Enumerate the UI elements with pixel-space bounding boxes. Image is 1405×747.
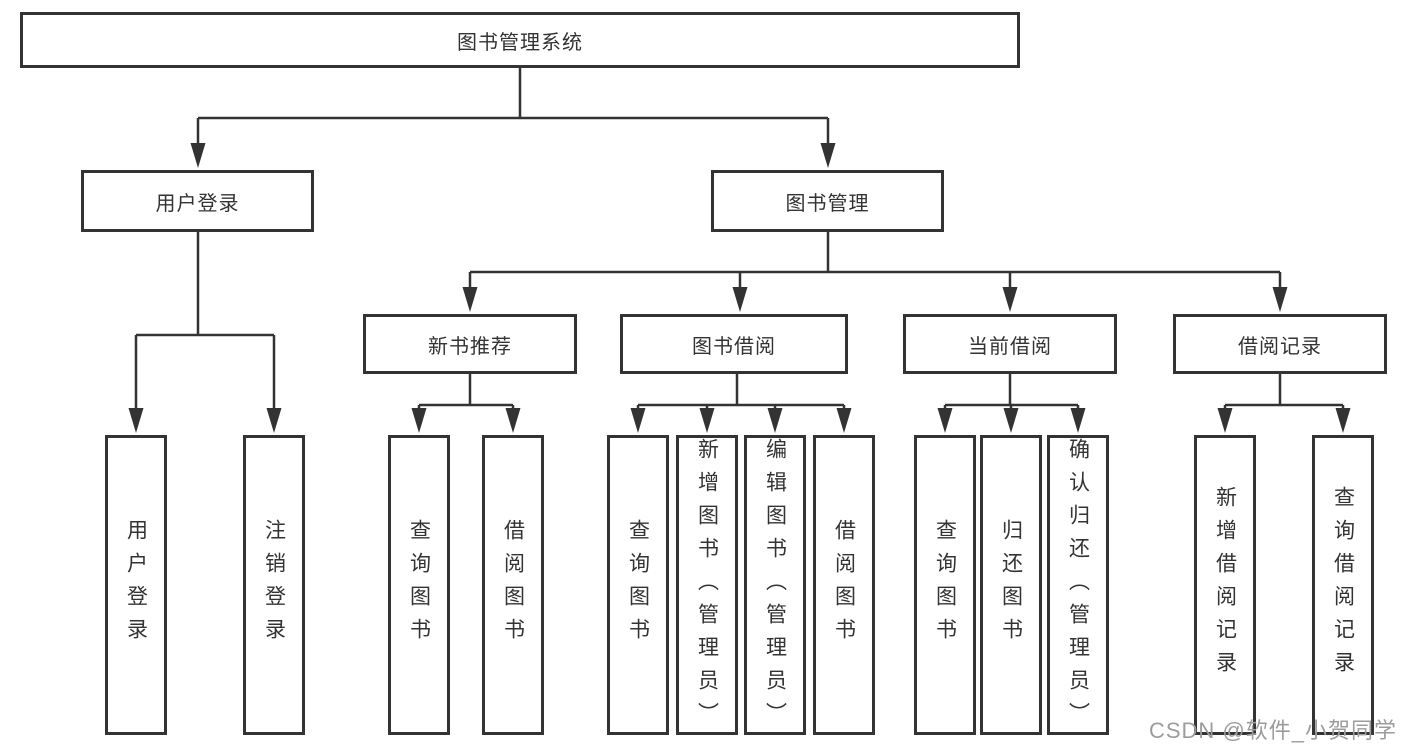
leaf-logout-login-label: 注销登录 [262,519,286,651]
arrow-down-icon [505,408,521,433]
node-book-borrow: 图书借阅 [620,314,848,374]
arrow-down-icon [1272,287,1288,312]
arrowheads [128,143,1351,433]
node-user-login: 用户登录 [81,170,314,232]
arrow-down-icon [699,408,715,433]
arrow-down-icon [190,143,206,168]
arrow-down-icon [630,408,646,433]
leaf-add-book-admin-label: 新增图书（管理员） [695,438,719,735]
arrow-down-icon [1070,408,1086,433]
leaf-add-borrow-record-label: 新增借阅记录 [1213,486,1237,684]
arrow-down-icon [937,408,953,433]
leaf-query-books-borrow: 查询图书 [607,435,669,735]
arrow-down-icon [411,408,427,433]
node-new-book-recommend-label: 新书推荐 [428,335,512,358]
leaf-edit-book-admin: 编辑图书（管理员） [744,435,806,735]
leaf-user-login-label: 用户登录 [124,519,148,651]
arrow-down-icon [767,408,783,433]
leaf-return-books-label: 归还图书 [999,519,1023,651]
node-borrow-records-label: 借阅记录 [1238,335,1322,358]
node-borrow-records: 借阅记录 [1173,314,1387,374]
node-book-management-label: 图书管理 [785,192,870,215]
arrow-down-icon [1002,287,1018,312]
leaf-borrow-books-label: 借阅图书 [832,519,856,651]
leaf-borrow-books: 借阅图书 [813,435,875,735]
leaf-confirm-return-admin: 确认归还（管理员） [1047,435,1109,735]
leaf-query-books-recommend: 查询图书 [388,435,450,735]
node-book-management: 图书管理 [711,170,944,232]
leaf-user-login: 用户登录 [105,435,167,735]
node-current-borrow-label: 当前借阅 [968,335,1052,358]
node-root: 图书管理系统 [20,12,1020,68]
leaf-add-book-admin: 新增图书（管理员） [676,435,738,735]
leaf-query-books-current-label: 查询图书 [933,519,957,651]
leaf-query-borrow-record: 查询借阅记录 [1312,435,1374,735]
node-new-book-recommend: 新书推荐 [363,314,577,374]
arrow-down-icon [1335,408,1351,433]
leaf-query-books-current: 查询图书 [914,435,976,735]
leaf-edit-book-admin-label: 编辑图书（管理员） [763,438,787,735]
arrow-down-icon [1003,408,1019,433]
leaf-return-books: 归还图书 [980,435,1042,735]
leaf-add-borrow-record: 新增借阅记录 [1194,435,1256,735]
arrow-down-icon [836,408,852,433]
leaf-query-books-recommend-label: 查询图书 [407,519,431,651]
leaf-borrow-books-recommend: 借阅图书 [482,435,544,735]
arrow-down-icon [266,408,282,433]
arrow-down-icon [128,408,144,433]
node-book-borrow-label: 图书借阅 [692,335,776,358]
leaf-query-borrow-record-label: 查询借阅记录 [1331,486,1355,684]
node-current-borrow: 当前借阅 [903,314,1117,374]
arrow-down-icon [820,143,836,168]
node-root-label: 图书管理系统 [457,31,583,54]
arrow-down-icon [462,287,478,312]
arrow-down-icon [732,287,748,312]
leaf-borrow-books-recommend-label: 借阅图书 [501,519,525,651]
leaf-query-books-borrow-label: 查询图书 [626,519,650,651]
leaf-confirm-return-admin-label: 确认归还（管理员） [1066,438,1090,735]
node-user-login-label: 用户登录 [155,192,240,215]
leaf-logout-login: 注销登录 [243,435,305,735]
arrow-down-icon [1217,408,1233,433]
csdn-watermark: CSDN @软件_小贺同学 [1148,718,1397,743]
